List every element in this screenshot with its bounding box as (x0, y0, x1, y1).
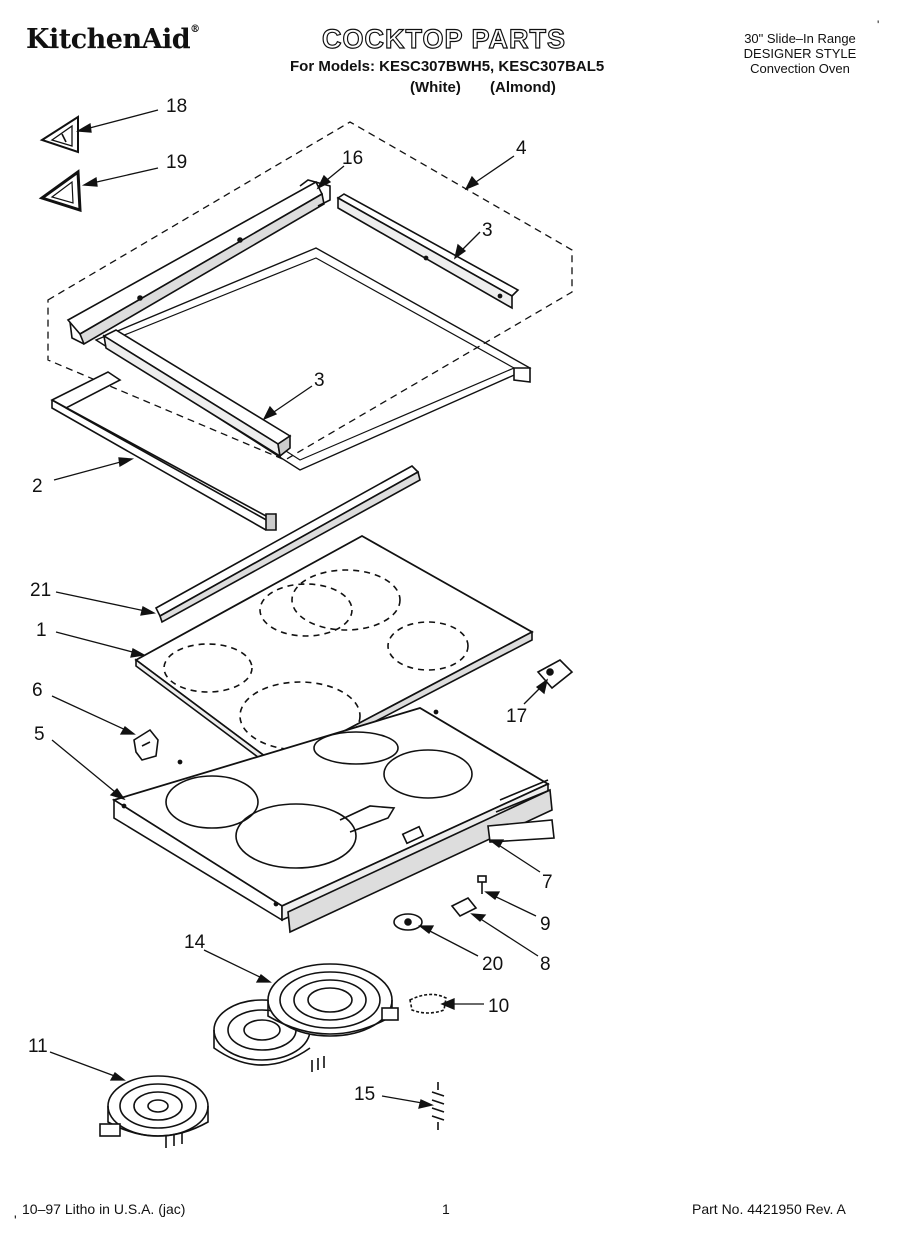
part-18-triangle-cap (39, 115, 79, 154)
arrowhead-4 (464, 175, 480, 191)
product-info: 30" Slide–In Range DESIGNER STYLE Convec… (700, 31, 897, 76)
arrowhead-3-front (262, 405, 278, 421)
arrowhead-8 (470, 913, 487, 922)
callout-numbers: 18 19 16 4 3 3 2 21 1 6 5 17 7 9 8 20 14… (28, 96, 553, 1105)
part-21-gasket-strip (154, 465, 421, 624)
leader-19 (87, 167, 159, 185)
callout-1: 1 (36, 620, 47, 641)
brand-name: KitchenAid (26, 24, 191, 55)
part-15-spring (431, 1082, 445, 1130)
arrowhead-7 (488, 839, 505, 848)
callout-3-top: 3 (482, 220, 493, 241)
callout-3-front: 3 (314, 370, 325, 391)
arrowhead-16 (316, 174, 332, 190)
callout-17: 17 (506, 706, 527, 727)
part-7-support-bar (487, 819, 555, 843)
leader-1 (55, 631, 141, 655)
callout-5: 5 (34, 724, 45, 745)
product-line-2: DESIGNER STYLE (743, 46, 857, 61)
footer-page-number: 1 (442, 1201, 450, 1217)
leader-21 (55, 591, 151, 613)
corner-mark: ' (877, 18, 880, 32)
part-5-burner-box (111, 707, 553, 934)
part-8-clip (450, 896, 478, 918)
leader-9 (489, 893, 537, 917)
callout-8: 8 (540, 954, 551, 975)
arrowhead-17 (535, 678, 549, 695)
leader-4 (469, 155, 515, 187)
part-3-front-trim (102, 329, 292, 458)
page-title: COCKTOP PARTS (321, 23, 567, 54)
footer-mark: ' (14, 1212, 17, 1228)
callout-21: 21 (30, 580, 51, 601)
arrowhead-15 (418, 1099, 435, 1109)
product-line-3: Convection Oven (750, 61, 850, 76)
callout-9: 9 (540, 914, 551, 935)
model-colors: (White) (Almond) (410, 79, 570, 96)
leader-3-front (267, 385, 313, 417)
leader-14 (203, 949, 267, 981)
callout-7: 7 (542, 872, 553, 893)
callout-20: 20 (482, 954, 503, 975)
callout-14: 14 (184, 932, 206, 953)
arrowhead-9 (484, 891, 501, 900)
registered-mark: ® (190, 24, 200, 35)
arrowhead-6 (119, 726, 136, 735)
model-color-almond: (Almond) (490, 79, 556, 96)
arrowhead-1 (130, 648, 146, 658)
callout-19: 19 (166, 152, 187, 173)
part-6-bracket-clip (133, 728, 159, 761)
leader-5 (51, 739, 121, 797)
leader-6 (51, 695, 131, 733)
part-19-triangle-trim (38, 169, 82, 213)
part-3-right-trim (336, 193, 520, 310)
arrowhead-5 (109, 787, 126, 801)
part-20-terminal-block (393, 913, 423, 931)
part-10-switch (409, 993, 447, 1014)
leader-8 (475, 915, 539, 957)
leader-2 (53, 459, 129, 481)
arrowhead-3-top (453, 243, 467, 260)
arrowhead-10 (440, 998, 455, 1010)
footer-litho: 10–97 Litho in U.S.A. (jac) (22, 1201, 186, 1217)
leader-7 (493, 841, 541, 873)
callout-18: 18 (166, 96, 187, 117)
arrowhead-19 (81, 176, 98, 187)
callout-16: 16 (342, 148, 363, 169)
product-line-1: 30" Slide–In Range (744, 31, 856, 46)
leader-20 (423, 927, 479, 957)
part-16-rear-rail (66, 179, 331, 346)
leader-lines (49, 109, 549, 1109)
callout-4: 4 (516, 138, 527, 159)
leader-18 (81, 109, 159, 131)
arrowhead-2 (118, 457, 135, 468)
callout-10: 10 (488, 996, 509, 1017)
part-2-lower-frame (50, 371, 277, 531)
leader-11 (49, 1051, 121, 1079)
arrowhead-18 (75, 122, 92, 133)
callout-2: 2 (32, 476, 43, 497)
models-line: For Models: KESC307BWH5, KESC307BAL5 (290, 58, 605, 75)
part-11-single-burner (99, 1075, 209, 1148)
brand-logo: KitchenAid® (26, 24, 200, 55)
arrowhead-11 (109, 1072, 126, 1081)
assembly-outline-dashed (47, 121, 573, 461)
callout-11: 11 (28, 1036, 48, 1057)
callout-6: 6 (32, 680, 43, 701)
arrowhead-20 (418, 925, 435, 934)
arrowhead-14 (255, 974, 272, 983)
arrowhead-21 (140, 606, 156, 616)
part-14-dual-burner (213, 963, 399, 1072)
callout-15: 15 (354, 1084, 375, 1105)
part-9-screw (477, 875, 487, 894)
model-color-white: (White) (410, 79, 461, 96)
footer-part-number: Part No. 4421950 Rev. A (692, 1201, 846, 1217)
